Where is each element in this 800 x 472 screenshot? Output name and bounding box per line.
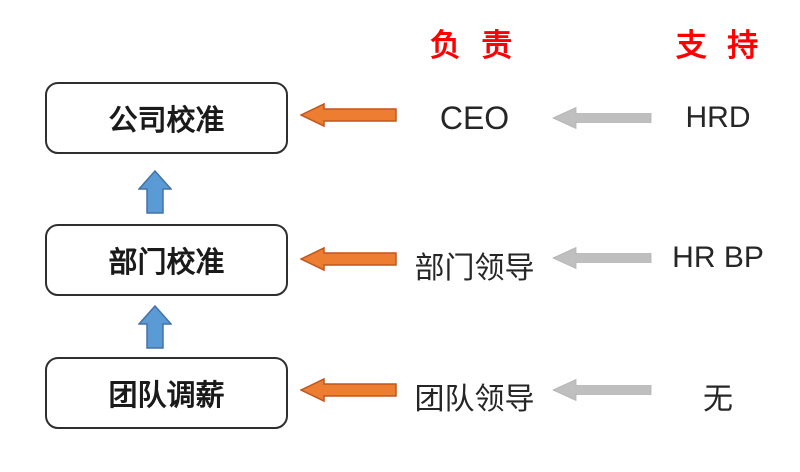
support-label: 无: [703, 383, 733, 416]
responsible-label: 部门领导: [414, 252, 535, 285]
column-header-responsible: 负 责: [429, 28, 519, 63]
support-label: HRD: [685, 101, 751, 134]
orange-left-arrow-icon: [300, 102, 397, 128]
blue-up-arrow-icon: [138, 170, 172, 214]
blue-up-arrow-icon: [138, 305, 172, 349]
stage-box-label: 部门校准: [108, 247, 225, 279]
gray-left-arrow-icon: [552, 106, 652, 130]
stage-box-label: 团队调薪: [108, 380, 225, 412]
responsible-label: CEO: [439, 100, 510, 136]
stage-box-department: 部门校准: [45, 224, 288, 296]
stage-box-company: 公司校准: [45, 82, 288, 154]
stage-box-team: 团队调薪: [45, 357, 288, 429]
orange-left-arrow-icon: [300, 246, 397, 272]
responsible-label: 团队领导: [414, 383, 535, 416]
gray-left-arrow-icon: [552, 378, 652, 402]
gray-left-arrow-icon: [552, 246, 652, 270]
stage-box-label: 公司校准: [108, 105, 225, 137]
support-label: HR BP: [672, 241, 764, 274]
orange-left-arrow-icon: [300, 377, 397, 403]
column-header-support: 支 持: [675, 28, 765, 63]
